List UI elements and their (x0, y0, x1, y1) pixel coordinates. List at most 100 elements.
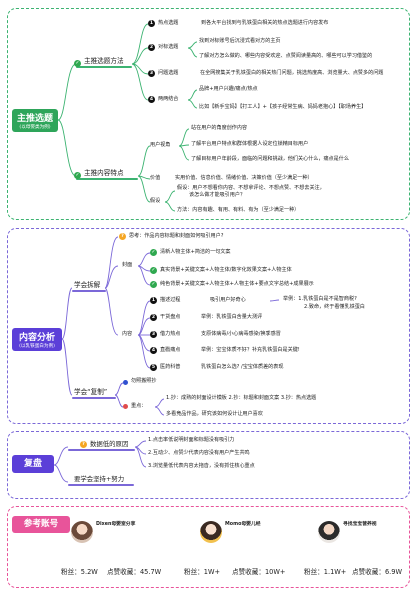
key-point-item: 多看竞品作品，研究该如何设计让用户喜欢 (166, 411, 263, 417)
review-branch-low-data: 数据低的原因 (90, 440, 129, 448)
hypothesis-item: 方法：内容有趣、有用、有料、有为（至少满足一种） (177, 207, 300, 213)
cover-item: 清新人物主体+简洁的一句文案 (160, 249, 231, 255)
review-branch-persist: 要学会坚持+努力 (74, 475, 125, 483)
benchmark-item: 找到对标账号后沉浸式看对方的主页 (199, 38, 281, 44)
cover-item: 真实背景+关键文案+人物主体/数字化效果文案+人物主体 (160, 267, 292, 273)
content-item-text: 举例：乳铁蛋白含量大测评 (201, 314, 263, 320)
number-badge-icon: 2 (148, 44, 155, 51)
account-fans: 粉丝：5.2W (61, 568, 98, 576)
number-badge-icon: 3 (148, 70, 155, 77)
review-branch-underline (68, 449, 135, 451)
learn-breakdown-label: 学会拆解 (74, 281, 101, 289)
review-item: 2.互动少、点赞少代表内容没有用户产生共鸣 (148, 450, 250, 456)
cover-item: 纯色背景+关键文案+人物主体+人物主体+要点文字总结+成果展示 (160, 281, 314, 287)
learn-breakdown-underline (72, 290, 106, 292)
question-icon: ? (80, 441, 87, 448)
content-item-label: 直戳痛点 (160, 347, 181, 353)
problem-topic-text: 在全网搜集关于乳铁蛋白的相关热门问题，挑选热度高、浏览量大、点赞多的问题 (200, 70, 384, 76)
number-badge-icon: 1 (150, 297, 157, 304)
benchmark-item: 了解对方怎么做的、哪些内容受欢迎、点赞阅读量高的、哪些可以学习借鉴的 (199, 53, 373, 59)
copy-warning: 勿照搬照抄 (131, 378, 157, 384)
topic-title: 主推选题 (16, 114, 53, 124)
topic-content-underline (76, 178, 138, 180)
content-item-label: 描述过程 (160, 297, 181, 303)
check-icon: ✓ (150, 249, 157, 256)
combine-item: 品牌+用户兴趣/痛点/热点 (199, 86, 258, 92)
avatar[interactable] (200, 521, 222, 543)
content-item-text: 支原体病毒/小心病毒感染/换季感冒 (201, 331, 281, 337)
value-label: 价值 (150, 175, 161, 181)
analysis-title-box: 内容分析 (以乳铁蛋白为例) (12, 328, 62, 351)
review-section (7, 431, 410, 499)
content-item-label: 医药科普 (160, 364, 181, 370)
content-analysis-section (7, 228, 410, 424)
value-text: 实用价值、信息价值、情绪价值、决策价值（至少满足一种） (175, 175, 313, 181)
account-fans: 粉丝：1.1W+ (304, 568, 347, 576)
check-icon: ✓ (74, 60, 81, 67)
key-point-label: 重点： (131, 403, 147, 409)
review-item: 1.点击率低说明封面和标题没有吸引力 (148, 437, 235, 443)
number-badge-icon: 5 (150, 364, 157, 371)
review-title-box: 复盘 (12, 455, 54, 473)
cover-label: 封面 (122, 262, 133, 268)
account-likes: 点赞收藏：45.7W (107, 568, 162, 576)
account-name[interactable]: Momo母婴儿经 (225, 522, 261, 527)
content-item-text: 吸引用户好奇心 (210, 297, 246, 303)
account-likes: 点赞收藏：6.9W (352, 568, 402, 576)
review-item: 3.浏览量低代表内容太拖沓，没有抓住核心重点 (148, 463, 255, 469)
analysis-subtitle: (以乳铁蛋白为例) (19, 344, 55, 349)
hot-topic-text: 到各大平台找到与乳铁蛋白相关的热点选题进行内容发布 (201, 20, 329, 26)
number-badge-icon: 2 (150, 314, 157, 321)
number-badge-icon: 1 (148, 20, 155, 27)
content-item-text: 举例：宝宝体质不好？补充乳铁蛋白是关键! (201, 347, 300, 353)
review-title: 复盘 (23, 459, 42, 469)
forbid-icon (123, 380, 128, 385)
learn-copy-label: 学会“复制” (74, 388, 108, 396)
topic-method-underline (76, 66, 132, 68)
topic-method-label: 主推选题方法 (84, 57, 124, 65)
topic-title-box: 主推选题 (以母婴类为例) (12, 109, 58, 132)
check-icon: ✓ (150, 281, 157, 288)
account-name[interactable]: 寻找宝宝营养视 (343, 522, 377, 527)
content-item-label: 干货盘点 (160, 314, 181, 320)
reference-accounts-section (7, 506, 410, 588)
number-badge-icon: 3 (150, 331, 157, 338)
topic-content-label: 主推内容特点 (84, 169, 124, 177)
account-name[interactable]: Dixen母婴室分享 (96, 522, 136, 527)
question-icon: ? (119, 233, 126, 240)
key-point-item: 1.抄：成熟的封面设计模板 2.抄：标题和封面文案 3.抄：热点选题 (166, 395, 317, 401)
problem-topic-label: 问题选题 (158, 70, 179, 76)
topic-subtitle: (以母婴类为例) (19, 125, 51, 130)
hypothesis-item: 该怎么做才能吸引用户？ (189, 192, 246, 198)
avatar[interactable] (71, 521, 93, 543)
number-badge-icon: 4 (148, 96, 155, 103)
user-view-item: 了解平台用户特点和群体根据人设定位锁精目标用户 (191, 141, 309, 147)
number-badge-icon: 4 (150, 347, 157, 354)
combine-item: 比如【新手宝妈】【打工人】+【孩子经常生病、妈妈老抱心】【职场养生】 (199, 104, 367, 110)
content-item-label: 借力热点 (160, 331, 181, 337)
check-icon: ✓ (74, 172, 81, 179)
user-view-label: 用户视角 (150, 142, 171, 148)
benchmark-topic-label: 对标选题 (158, 44, 179, 50)
topic-section (7, 8, 410, 220)
review-branch-underline (68, 484, 134, 486)
account-fans: 粉丝：1W+ (184, 568, 221, 576)
content-item-example: 2.致命，终于看懂乳铁蛋白 (304, 304, 365, 310)
hot-topic-label: 热点选题 (158, 20, 179, 26)
hypothesis-label: 假设 (150, 198, 161, 204)
content-item-example: 举例：1.乳铁蛋白是不是智商税? (283, 296, 357, 302)
analysis-title: 内容分析 (18, 333, 55, 343)
combine-topic-label: 两两结合 (158, 96, 179, 102)
reference-title-box: 参考账号 (12, 516, 70, 533)
avatar[interactable] (318, 521, 340, 543)
think-question: 思考：作品内容标题和封面如何吸引用户? (129, 233, 224, 239)
key-point-icon (123, 404, 128, 409)
user-view-item: 了解目标用户年龄段，面临的问题和挑战，他们关心什么，痛点是什么 (191, 156, 349, 162)
check-icon: ✓ (150, 267, 157, 274)
hypothesis-item: 假设：用户不想看你内容、不想拿评论、不想点赞、不想去关注， (177, 185, 325, 191)
content-label: 内容 (122, 331, 133, 337)
account-likes: 点赞收藏：10W+ (232, 568, 286, 576)
reference-title: 参考账号 (23, 519, 59, 529)
user-view-item: 站在用户的角度创作内容 (191, 125, 248, 131)
